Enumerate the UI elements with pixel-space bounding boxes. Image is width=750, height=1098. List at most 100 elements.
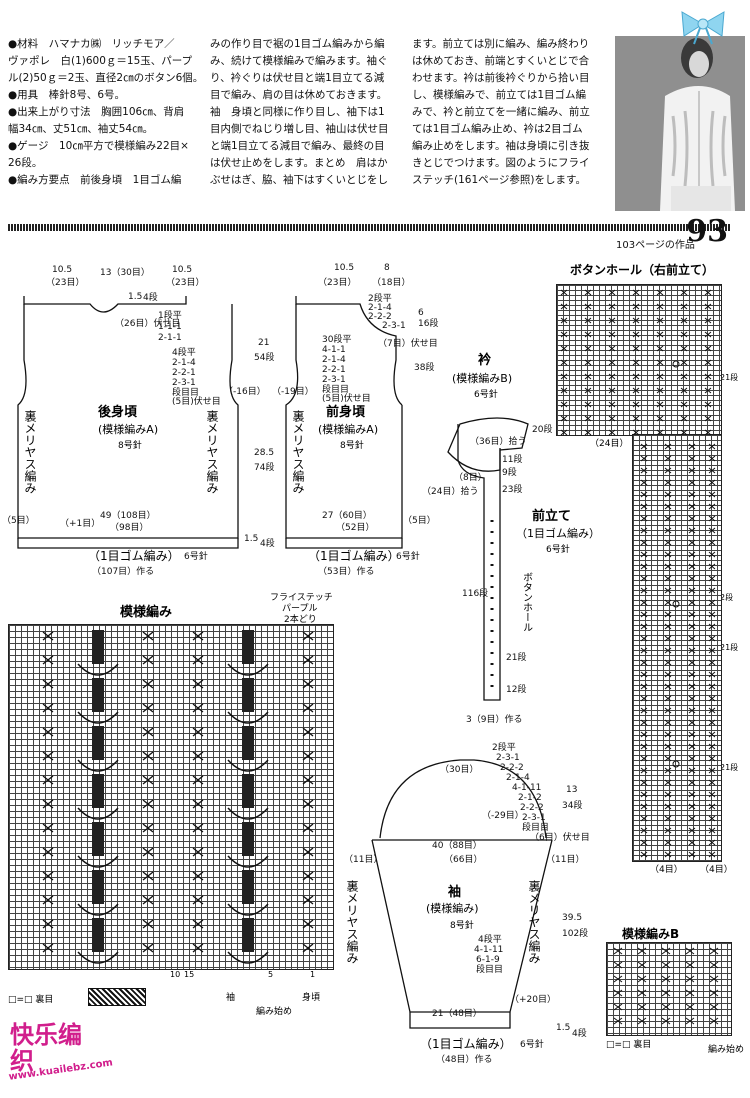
- sleeve-body-h: 39.5: [562, 913, 582, 923]
- placket-cross-mark: [664, 791, 672, 798]
- placket-cross-mark: [708, 515, 716, 522]
- buttonhole-cross-mark: [608, 401, 616, 408]
- placket-cross-mark: [664, 611, 672, 618]
- placket-cross-mark: [708, 479, 716, 486]
- cable-cross-mark: [42, 799, 54, 809]
- buttonhole-title: ボタンホール（右前立て）: [570, 262, 714, 277]
- cable-cross-mark: [142, 751, 154, 761]
- purple-stitch-column: [92, 678, 104, 712]
- cable-cross-mark: [302, 943, 314, 953]
- buttonhole-cross-mark: [656, 401, 664, 408]
- cable-cross-mark: [192, 751, 204, 761]
- placket-cross-mark: [688, 539, 696, 546]
- pattern-chart-grid: [8, 624, 334, 970]
- placket-cross-mark: [664, 587, 672, 594]
- col1-line: ●編み方要点 前後身頃 1目ゴム編: [8, 174, 182, 186]
- pattern-b-cross: [685, 1017, 695, 1025]
- sleeve-rib-rows: 4段: [572, 1027, 587, 1039]
- sleeve-inc-1: 4-1-11: [474, 945, 503, 955]
- placket-cross-mark: [640, 491, 648, 498]
- front-arm-dec-5: 段目目: [322, 383, 349, 395]
- placket-cross-mark: [688, 671, 696, 678]
- placket-cross-mark: [688, 515, 696, 522]
- cable-cross-mark: [192, 679, 204, 689]
- placket-cross-mark: [640, 527, 648, 534]
- placket-cross-mark: [708, 575, 716, 582]
- pattern-chart-title: 模様編み: [120, 604, 172, 620]
- placket-cross-mark: [688, 527, 696, 534]
- front-width: 27（60目）: [322, 510, 372, 521]
- cable-cross-mark: [302, 823, 314, 833]
- placket-cross-mark: [708, 659, 716, 666]
- buttonhole-cross-mark: [656, 345, 664, 352]
- col2-line: 目内側でねじり増し目、袖山は伏せ目: [210, 123, 389, 135]
- placket-cross-mark: [688, 791, 696, 798]
- placket-cross-mark: [640, 803, 648, 810]
- fly-stitch-loop: [227, 759, 269, 772]
- back-neck-dec-1: 1-1-1: [158, 322, 182, 332]
- placket-cross-mark: [708, 623, 716, 630]
- front-neck-dec-2: 2-2-2: [368, 312, 392, 322]
- buttonhole-cross-mark: [560, 429, 568, 436]
- buttonhole-cross-mark: [704, 331, 712, 338]
- watermark-cn: 快乐编织: [10, 1021, 82, 1075]
- buttonhole-cross-mark: [632, 359, 640, 366]
- placket-cross-mark: [664, 575, 672, 582]
- sleeve-cap-dec-0: 2段平: [492, 741, 516, 753]
- buttonhole-rows-2: 21段: [720, 642, 738, 652]
- cable-cross-mark: [142, 703, 154, 713]
- placket-cross-mark: [664, 563, 672, 570]
- placket-cross-mark: [640, 707, 648, 714]
- placket-cross-mark: [664, 839, 672, 846]
- buttonhole-cross-mark: [584, 415, 592, 422]
- placket-cross-mark: [640, 791, 648, 798]
- pattern-b-cross: [685, 989, 695, 997]
- buttonhole-cross-mark: [632, 373, 640, 380]
- placket-d12: 12段: [506, 683, 526, 695]
- buttonhole-cross-mark: [584, 345, 592, 352]
- pattern-start: 編み始め: [256, 1005, 292, 1017]
- placket-cross-mark: [640, 695, 648, 702]
- back-inc: （+1目）: [60, 518, 100, 529]
- buttonhole-cross-mark: [680, 401, 688, 408]
- cable-cross-mark: [302, 871, 314, 881]
- buttonhole-cross-mark: [680, 373, 688, 380]
- col1-line: ヴァポレ 白(1)600ｇ＝15玉、パープ: [8, 55, 193, 67]
- purple-stitch-column: [242, 918, 254, 952]
- placket-cross-mark: [708, 683, 716, 690]
- placket-cross-mark: [664, 731, 672, 738]
- pattern-num-1: 1: [310, 970, 315, 979]
- buttonhole-st: （24目）: [590, 438, 628, 449]
- placket-cross-mark: [664, 671, 672, 678]
- sleeve-inner: （66目）: [444, 854, 482, 865]
- back-body-schematic: [17, 296, 239, 549]
- front-top-sts-0: （23目）: [318, 277, 356, 288]
- buttonhole-cross-mark: [656, 387, 664, 394]
- cable-cross-mark: [42, 847, 54, 857]
- placket-cross-mark: [640, 599, 648, 606]
- sleeve-inc-total: （+20目）: [510, 994, 556, 1005]
- back-rib-needle: 6号針: [184, 550, 208, 562]
- front-side-label: 裏メリヤス編み: [291, 409, 305, 494]
- cable-cross-mark: [302, 919, 314, 929]
- placket-cross-mark: [688, 683, 696, 690]
- pattern-chart-motifs: [42, 630, 314, 964]
- pattern-b-cross: [661, 1003, 671, 1011]
- placket-cross-mark: [688, 839, 696, 846]
- buttonhole-marker: [672, 600, 680, 608]
- col1-line: 幅34㎝、丈51㎝、袖丈54㎝。: [8, 123, 154, 135]
- placket-cross-mark: [664, 659, 672, 666]
- buttonhole-chart-upper: [556, 284, 722, 436]
- sleeve-rib-needle: 6号針: [520, 1038, 544, 1050]
- placket-cross-mark: [688, 587, 696, 594]
- pattern-b-cross: [709, 989, 719, 997]
- sleeve-needle: 8号針: [450, 919, 474, 931]
- back-cast-on: （107目）作る: [92, 565, 154, 577]
- placket-cross-mark: [664, 647, 672, 654]
- page-number: 93: [686, 214, 728, 249]
- pattern-b-cross: [637, 947, 647, 955]
- placket-cross-mark: [640, 671, 648, 678]
- front-body-schematic: [285, 296, 403, 549]
- back-neck-rows: 4段: [143, 291, 158, 303]
- placket-cross-mark: [688, 755, 696, 762]
